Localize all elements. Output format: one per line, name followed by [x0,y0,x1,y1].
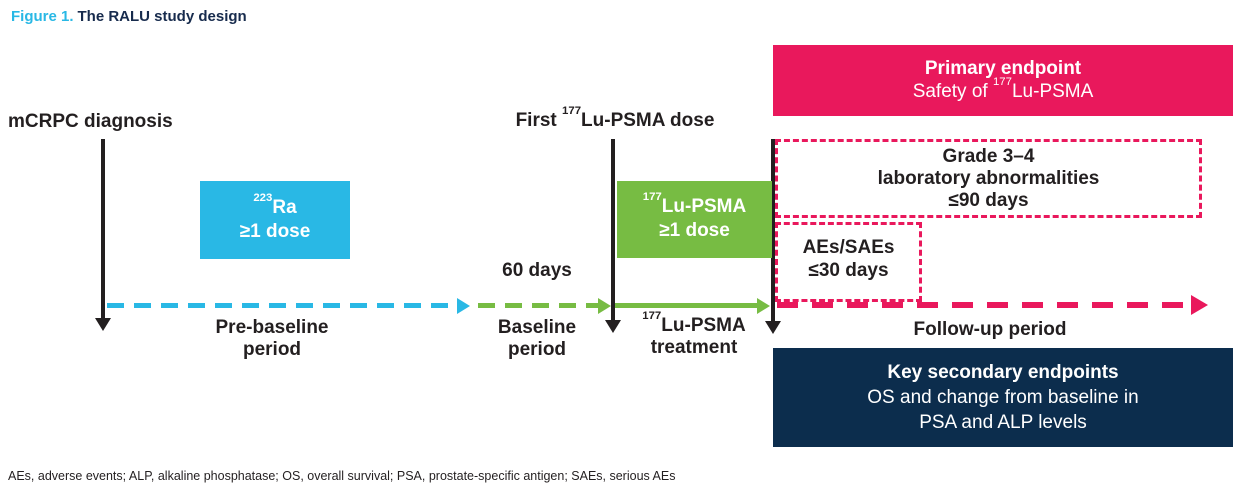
baseline-timeline-arrow [478,297,611,314]
first-dose-isotope-sup: 177 [562,104,582,117]
baseline-line1: Baseline [497,317,577,338]
aes-box-line2: ≤30 days [808,260,889,281]
primary-sub-prefix: Safety of [912,81,993,102]
lu-psma-dose-box: 177Lu-PSMA ≥1 dose [617,181,772,258]
lu-box-line1: 177Lu-PSMA [617,191,772,219]
primary-endpoint-subtitle: Safety of 177Lu-PSMA [773,76,1233,103]
secondary-endpoints-title: Key secondary endpoints [887,362,1119,383]
arrowhead-right-icon [757,297,770,314]
treatment-line1-text: Lu-PSMA [661,315,746,336]
arrowhead-down-icon [765,321,781,334]
ra-isotope-sup: 223 [253,191,273,204]
pre-baseline-line1: Pre-baseline [215,317,329,338]
ra-dose-box: 223Ra ≥1 dose [200,181,350,259]
grade-box-line2: laboratory abnormalities [877,168,1100,189]
arrowhead-right-icon [598,297,611,314]
follow-up-period-label: Follow-up period [913,319,1067,340]
figure-number-label: Figure 1. [11,8,74,25]
arrowhead-right-icon [1191,295,1208,315]
pre-baseline-timeline-arrow [107,297,470,314]
primary-isotope-sup: 177 [992,75,1012,88]
figure-title-text: The RALU study design [77,8,247,25]
ra-name: Ra [272,197,297,218]
aes-box-line1: AEs/SAEs [802,237,895,258]
pre-baseline-period-label: Pre-baseline period [172,317,372,361]
baseline-line2: period [507,339,567,360]
ra-box-line1: 223Ra [200,192,350,220]
treatment-isotope-sup: 177 [642,309,662,322]
primary-sub-rest: Lu-PSMA [1011,81,1094,102]
grade-box-line3: ≤90 days [948,190,1029,211]
secondary-endpoints-line2: OS and change from baseline in [867,387,1139,408]
sixty-days-label: 60 days [502,260,572,281]
treatment-timeline-arrow [615,297,770,314]
lu-psma-treatment-label: 177Lu-PSMA treatment [614,310,774,359]
baseline-period-label: Baseline period [437,317,637,361]
figure-title: Figure 1.The RALU study design [11,8,247,25]
primary-endpoint-box: Primary endpoint Safety of 177Lu-PSMA [773,45,1233,116]
mcrpc-diagnosis-arrow [95,139,111,331]
first-dose-rest: Lu-PSMA dose [581,110,715,131]
lu-name: Lu-PSMA [661,196,747,217]
follow-up-start-arrow [765,139,781,334]
treatment-line1: 177Lu-PSMA [614,310,774,337]
secondary-endpoints-line3: PSA and ALP levels [919,412,1087,433]
first-lu-psma-dose-label: First 177Lu-PSMA dose [465,105,765,132]
mcrpc-diagnosis-label: mCRPC diagnosis [8,111,173,132]
aes-saes-box: AEs/SAEs ≤30 days [775,222,922,302]
arrowhead-down-icon [605,320,621,333]
primary-endpoint-title: Primary endpoint [924,58,1082,79]
lu-box-dose: ≥1 dose [659,220,730,241]
secondary-endpoints-box: Key secondary endpoints OS and change fr… [773,348,1233,447]
arrowhead-right-icon [457,297,470,314]
abbreviations-footnote: AEs, adverse events; ALP, alkaline phosp… [8,469,676,483]
first-dose-arrow [605,139,621,333]
grade-box-line1: Grade 3–4 [942,146,1035,167]
arrowhead-down-icon [95,318,111,331]
ra-box-dose: ≥1 dose [239,221,311,242]
first-dose-prefix: First [515,110,563,131]
lu-isotope-sup: 177 [642,190,662,203]
pre-baseline-line2: period [242,339,302,360]
grade-abnormalities-box: Grade 3–4 laboratory abnormalities ≤90 d… [775,139,1202,218]
treatment-line2: treatment [650,337,738,358]
follow-up-timeline-arrow [777,295,1208,315]
